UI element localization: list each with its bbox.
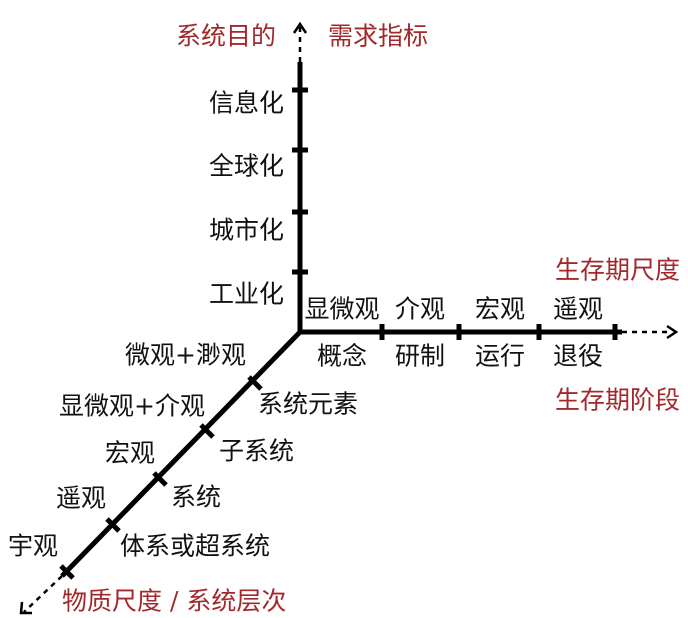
vertical-label: 全球化 <box>209 152 284 181</box>
diagonal-left-label: 遥观 <box>56 484 106 513</box>
diagonal-left-label: 宏观 <box>105 439 155 468</box>
arrow-down-left-icon <box>19 601 32 615</box>
diagonal-right-label: 子系统 <box>219 437 294 466</box>
arrow-up-icon <box>292 21 308 34</box>
vertical-axis-right-title: 需求指标 <box>328 22 428 51</box>
horizontal-bottom-label: 概念 <box>317 342 367 371</box>
horizontal-top-label: 显微观 <box>304 295 379 324</box>
horizontal-bottom-label: 研制 <box>395 342 445 371</box>
diagonal-right-label: 系统元素 <box>258 390 358 419</box>
horizontal-top-label: 遥观 <box>553 295 603 324</box>
diagonal-right-label: 体系或超系统 <box>120 532 270 561</box>
horizontal-bottom-label: 退役 <box>553 342 603 371</box>
vertical-axis <box>292 21 308 334</box>
diagonal-left-label: 微观+渺观 <box>125 341 246 370</box>
horizontal-bottom-label: 运行 <box>475 342 525 371</box>
horizontal-axis <box>298 324 679 340</box>
vertical-axis-left-title: 系统目的 <box>176 22 276 51</box>
diagonal-right-label: 系统 <box>171 483 221 512</box>
arrow-right-icon <box>666 324 679 340</box>
diagonal-left-label: 显微观+介观 <box>59 392 205 421</box>
horizontal-axis-top-title: 生存期尺度 <box>555 256 680 285</box>
horizontal-axis-bottom-title: 生存期阶段 <box>555 386 680 415</box>
vertical-label: 信息化 <box>209 89 284 118</box>
vertical-label: 城市化 <box>209 216 284 245</box>
vertical-label: 工业化 <box>209 280 284 309</box>
diagonal-axis <box>19 329 303 615</box>
diagonal-left-label: 宇观 <box>8 532 58 561</box>
horizontal-top-label: 介观 <box>395 295 445 324</box>
horizontal-top-label: 宏观 <box>475 295 525 324</box>
diagonal-axis-title: 物质尺度 / 系统层次 <box>62 587 286 616</box>
